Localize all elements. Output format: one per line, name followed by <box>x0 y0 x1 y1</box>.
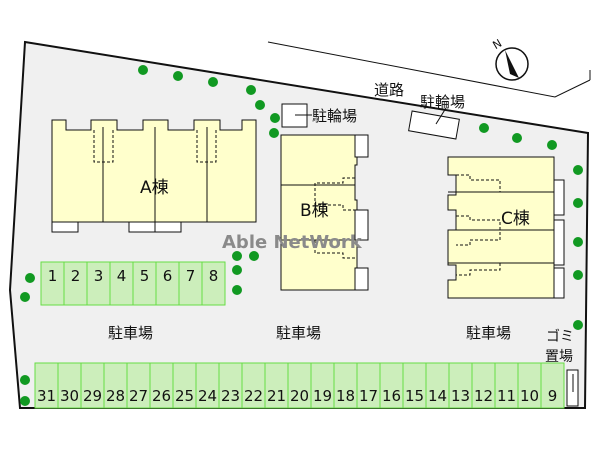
tree-icon <box>479 123 489 133</box>
parking-space-number: 25 <box>175 387 194 405</box>
parking-space-number: 8 <box>209 267 219 285</box>
parking-space-number: 22 <box>244 387 263 405</box>
tree-icon <box>573 270 583 280</box>
road-label: 道路 <box>374 81 404 99</box>
tree-icon <box>25 273 35 283</box>
parking-space-number: 2 <box>71 267 81 285</box>
watermark: Able NetWork <box>222 232 363 253</box>
parking-space-number: 13 <box>451 387 470 405</box>
tree-icon <box>208 77 218 87</box>
building-a-label: A棟 <box>140 178 169 198</box>
tree-icon <box>512 133 522 143</box>
tree-icon <box>269 128 279 138</box>
parking-space <box>540 362 565 409</box>
parking-space-number: 5 <box>140 267 150 285</box>
parking-space-number: 30 <box>60 387 79 405</box>
tree-icon <box>270 113 280 123</box>
parking-space-number: 24 <box>198 387 217 405</box>
parking-space-number: 18 <box>336 387 355 405</box>
tree-icon <box>246 85 256 95</box>
parking-space-number: 20 <box>290 387 309 405</box>
tree-icon <box>249 251 259 261</box>
tree-icon <box>573 320 583 330</box>
parking-space-number: 28 <box>106 387 125 405</box>
building-b-label: B棟 <box>300 201 329 221</box>
tree-icon <box>20 292 30 302</box>
parking-space-number: 31 <box>37 387 56 405</box>
bike-parking-label-1: 駐輪場 <box>312 107 357 125</box>
tree-icon <box>573 198 583 208</box>
parking-label: 駐車場 <box>108 324 153 342</box>
parking-space-number: 10 <box>520 387 539 405</box>
tree-icon <box>255 100 265 110</box>
parking-space-number: 27 <box>129 387 148 405</box>
parking-space-number: 1 <box>48 267 58 285</box>
parking-space-number: 6 <box>163 267 173 285</box>
road <box>267 41 591 98</box>
bike-parking-label-2: 駐輪場 <box>420 93 465 111</box>
parking-space <box>201 261 226 306</box>
tree-icon <box>232 265 242 275</box>
building-a <box>51 119 257 233</box>
parking-space-number: 7 <box>186 267 196 285</box>
parking-space-number: 23 <box>221 387 240 405</box>
trees <box>20 65 583 406</box>
tree-icon <box>173 71 183 81</box>
tree-icon <box>547 140 557 150</box>
parking-label: 駐車場 <box>466 324 511 342</box>
tree-icon <box>573 237 583 247</box>
parking-space-number: 14 <box>428 387 447 405</box>
compass-letter: N <box>491 37 505 52</box>
parking-space-number: 16 <box>382 387 401 405</box>
tree-icon <box>20 375 30 385</box>
tree-icon <box>232 285 242 295</box>
tree-icon <box>573 165 583 175</box>
parking-space-number: 11 <box>497 387 516 405</box>
building-c-label: C棟 <box>501 209 530 229</box>
garbage-label: 置場 <box>545 349 573 365</box>
parking-space-number: 29 <box>83 387 102 405</box>
parking-space-number: 21 <box>267 387 286 405</box>
building-b <box>280 134 369 291</box>
parking-label: 駐車場 <box>276 324 321 342</box>
tree-icon <box>138 65 148 75</box>
parking-space-number: 4 <box>117 267 127 285</box>
parking-space-number: 26 <box>152 387 171 405</box>
bike-parking-2 <box>408 110 460 140</box>
parking-space-number: 12 <box>474 387 493 405</box>
parking-space-number: 9 <box>548 387 558 405</box>
parking-space-number: 3 <box>94 267 104 285</box>
parking-space-number: 17 <box>359 387 378 405</box>
tree-icon <box>20 396 30 406</box>
compass-icon: N <box>491 37 529 81</box>
tree-icon <box>232 251 242 261</box>
parking-space-number: 15 <box>405 387 424 405</box>
building-c <box>447 156 565 299</box>
garbage-label: ゴミ <box>546 328 574 345</box>
parking-space-number: 19 <box>313 387 332 405</box>
